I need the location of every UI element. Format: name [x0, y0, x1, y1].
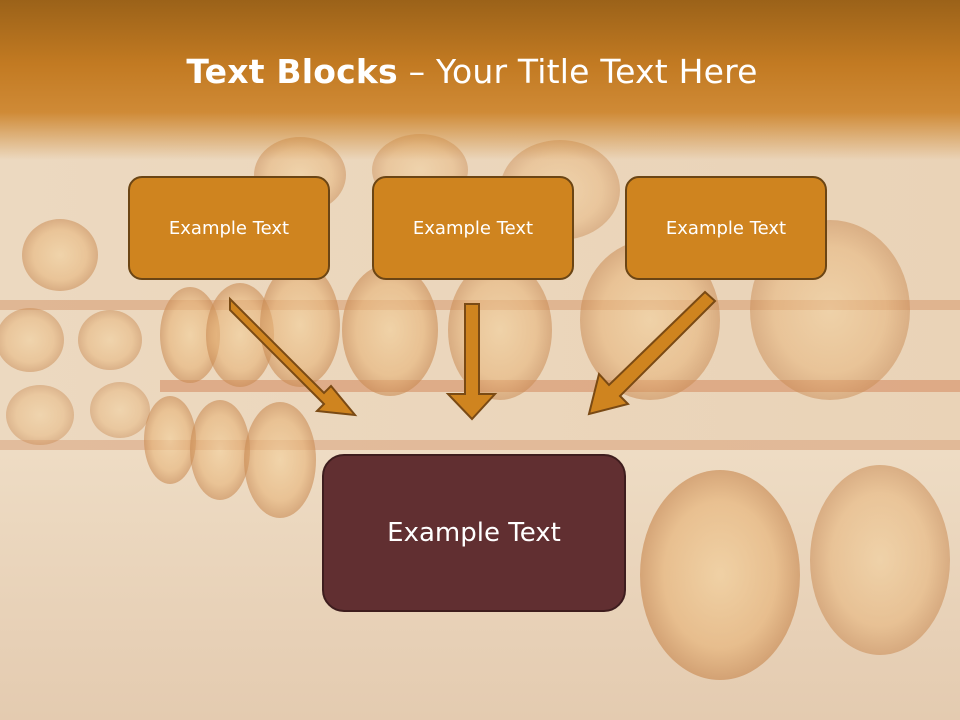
text-block-middle-label: Example Text — [412, 217, 534, 239]
text-block-bottom-label: Example Text — [387, 518, 561, 548]
text-block-middle[interactable]: Example Text — [372, 176, 574, 280]
slide-title: Text Blocks – Your Title Text Here — [0, 52, 944, 91]
title-bold: Text Blocks — [186, 52, 398, 91]
text-block-right[interactable]: Example Text — [625, 176, 827, 280]
text-block-right-label: Example Text — [665, 217, 787, 239]
header-band — [0, 0, 960, 160]
arrow-middle — [445, 303, 498, 421]
text-block-left[interactable]: Example Text — [128, 176, 330, 280]
text-block-left-label: Example Text — [168, 217, 290, 239]
title-rest: Your Title Text Here — [435, 52, 758, 91]
arrow-right — [587, 290, 717, 416]
arrow-left — [229, 296, 358, 417]
title-separator: – — [397, 52, 436, 91]
text-block-bottom[interactable]: Example Text — [322, 454, 626, 612]
